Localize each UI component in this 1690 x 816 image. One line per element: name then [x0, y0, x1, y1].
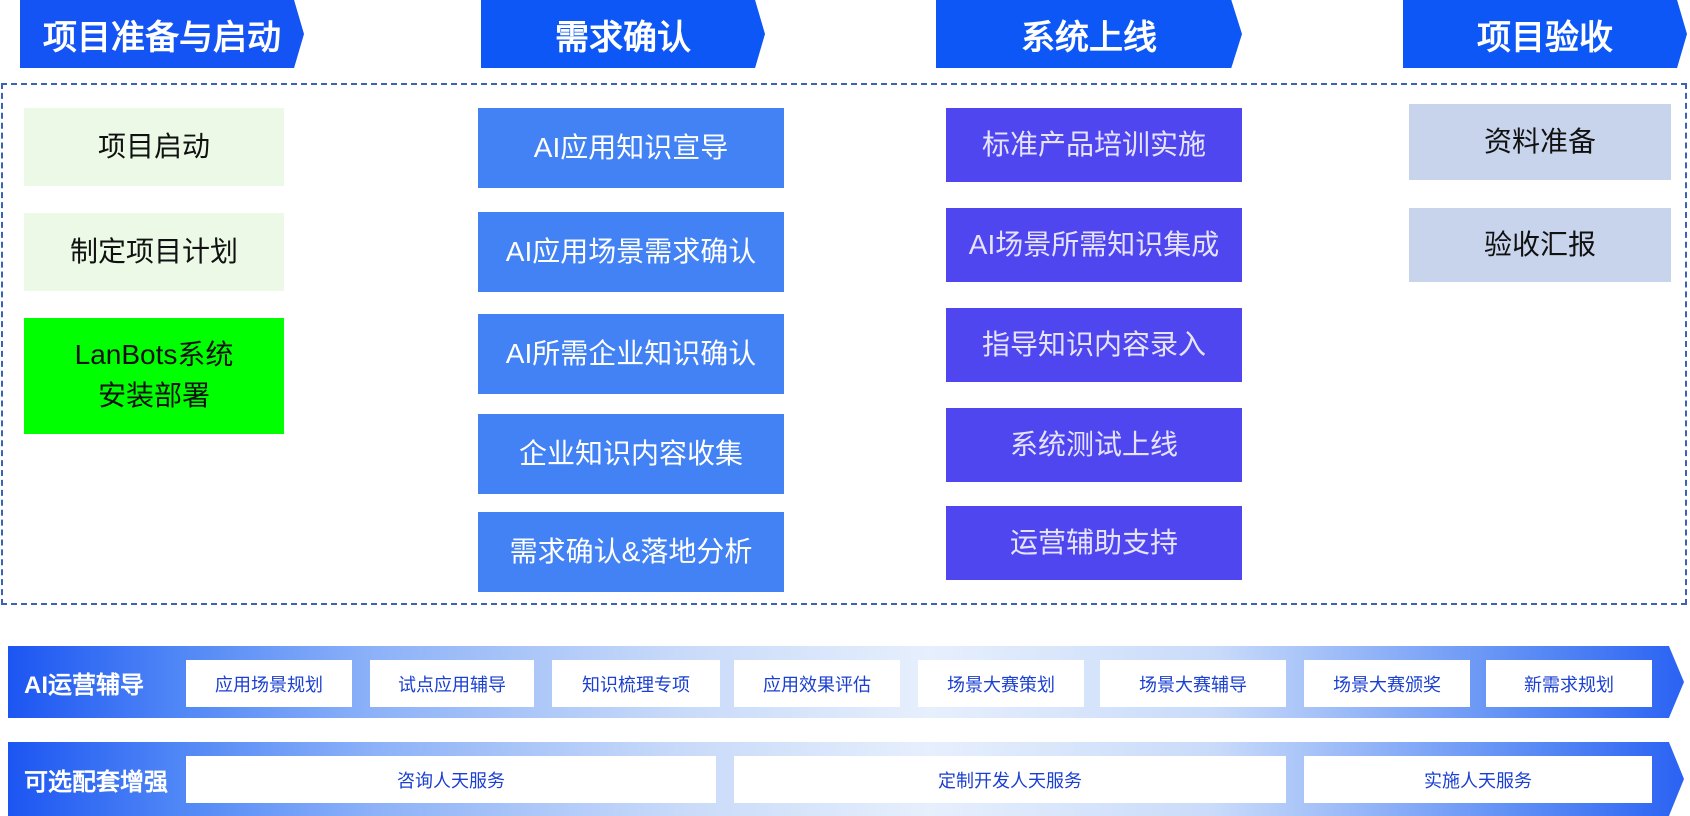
task-ai-scenario-confirmation: AI应用场景需求确认 [478, 212, 784, 292]
task-knowledge-integration: AI场景所需知识集成 [946, 208, 1242, 282]
phase-tasks-frame [1, 83, 1687, 605]
task-knowledge-entry: 指导知识内容录入 [946, 308, 1242, 382]
optional-enhancement-band: 可选配套增强 咨询人天服务 定制开发人天服务 实施人天服务 [8, 742, 1684, 816]
task-system-test-launch: 系统测试上线 [946, 408, 1242, 482]
ops-item: 场景大赛策划 [918, 660, 1084, 707]
ops-item: 应用效果评估 [734, 660, 900, 707]
ops-item: 应用场景规划 [186, 660, 352, 707]
phase-header-acceptance: 项目验收 [1403, 0, 1687, 68]
task-requirement-analysis: 需求确认&落地分析 [478, 512, 784, 592]
ops-item: 试点应用辅导 [370, 660, 534, 707]
task-project-plan: 制定项目计划 [24, 213, 284, 291]
task-product-training: 标准产品培训实施 [946, 108, 1242, 182]
service-item: 定制开发人天服务 [734, 756, 1286, 803]
phase-header-preparation: 项目准备与启动 [20, 0, 304, 68]
service-item: 实施人天服务 [1304, 756, 1652, 803]
task-ai-knowledge-promotion: AI应用知识宣导 [478, 108, 784, 188]
ops-item: 新需求规划 [1486, 660, 1652, 707]
ops-item: 场景大赛辅导 [1100, 660, 1286, 707]
task-knowledge-collection: 企业知识内容收集 [478, 414, 784, 494]
ops-item: 场景大赛颁奖 [1304, 660, 1470, 707]
task-project-kickoff: 项目启动 [24, 108, 284, 186]
task-document-preparation: 资料准备 [1409, 104, 1671, 180]
task-operation-support: 运营辅助支持 [946, 506, 1242, 580]
service-item: 咨询人天服务 [186, 756, 716, 803]
task-acceptance-report: 验收汇报 [1409, 208, 1671, 282]
ai-operations-band: AI运营辅导 应用场景规划 试点应用辅导 知识梳理专项 应用效果评估 场景大赛策… [8, 646, 1684, 718]
optional-enhancement-title: 可选配套增强 [24, 768, 168, 796]
phase-header-go-live: 系统上线 [936, 0, 1242, 68]
ai-operations-title: AI运营辅导 [24, 671, 144, 699]
task-system-deployment: LanBots系统 安装部署 [24, 318, 284, 434]
task-ai-knowledge-confirmation: AI所需企业知识确认 [478, 314, 784, 394]
ops-item: 知识梳理专项 [552, 660, 720, 707]
phase-header-requirements: 需求确认 [481, 0, 765, 68]
